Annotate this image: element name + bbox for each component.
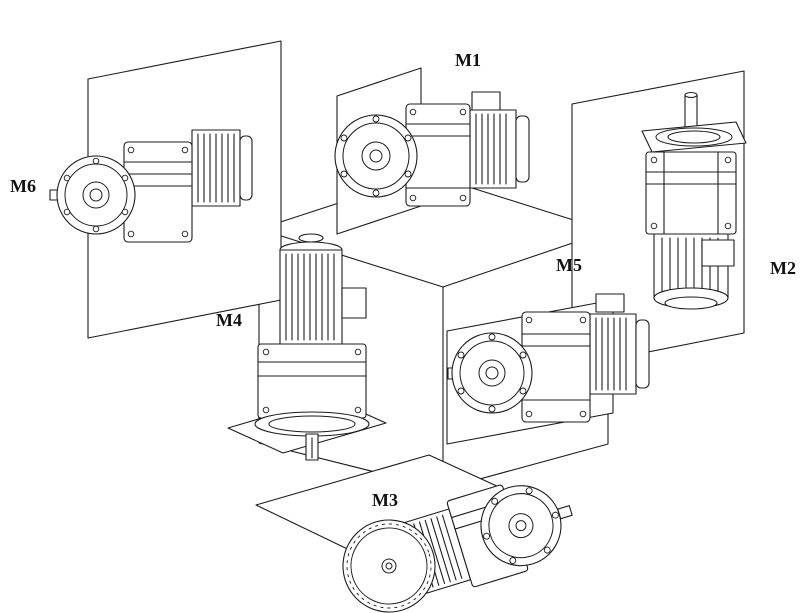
- fan-cover: [515, 115, 530, 183]
- bolt-holes: [262, 348, 362, 414]
- motor-body: [589, 313, 650, 395]
- flange: [254, 411, 370, 437]
- gearbox-housing: [645, 151, 737, 235]
- gearbox-housing: [257, 343, 367, 419]
- fan-cover: [239, 135, 253, 201]
- flange: [56, 155, 136, 235]
- label-m4: M4: [216, 310, 242, 330]
- motor-body: [469, 109, 530, 189]
- bolt-holes: [525, 316, 587, 418]
- label-m6: M6: [10, 176, 36, 196]
- terminal-box: [341, 287, 367, 319]
- terminal-box: [471, 91, 501, 111]
- gearbox-housing: [521, 311, 591, 423]
- bolt-holes: [63, 157, 129, 233]
- cooling-fins: [197, 133, 235, 203]
- terminal-box: [595, 293, 625, 313]
- motor-body: [279, 233, 367, 345]
- flange: [451, 332, 533, 414]
- gearbox-housing: [123, 141, 193, 243]
- fan-cover: [342, 519, 436, 613]
- gearmotor-m2: [641, 92, 747, 310]
- fan-cover: [635, 319, 650, 389]
- flange: [480, 485, 562, 567]
- gearmotor-m5: [447, 293, 650, 423]
- bolt-holes: [409, 108, 467, 202]
- fan-cover: [298, 233, 324, 243]
- label-m1: M1: [455, 50, 481, 70]
- flange: [334, 114, 418, 198]
- shaft: [557, 505, 573, 520]
- label-m5: M5: [556, 255, 582, 275]
- label-m2: M2: [770, 258, 796, 278]
- shaft: [684, 92, 698, 134]
- bolt-holes: [457, 333, 527, 413]
- cooling-fins: [285, 253, 335, 341]
- bolt-holes: [340, 115, 412, 197]
- cooling-fins: [475, 113, 507, 185]
- gearmotor-m3: [342, 484, 573, 613]
- motor-body: [653, 233, 735, 310]
- bolt-holes: [127, 146, 189, 238]
- bolt-holes: [483, 487, 559, 565]
- label-m3: M3: [372, 490, 398, 510]
- terminal-box: [701, 239, 735, 267]
- flange: [641, 121, 747, 153]
- motor-body: [191, 129, 253, 207]
- cooling-fins: [595, 317, 627, 391]
- gearmotor-m1: [334, 91, 530, 207]
- gearmotor-m6: [49, 129, 253, 243]
- gearmotor-m4: [254, 233, 370, 461]
- bolt-holes: [650, 156, 732, 230]
- shaft: [305, 433, 319, 461]
